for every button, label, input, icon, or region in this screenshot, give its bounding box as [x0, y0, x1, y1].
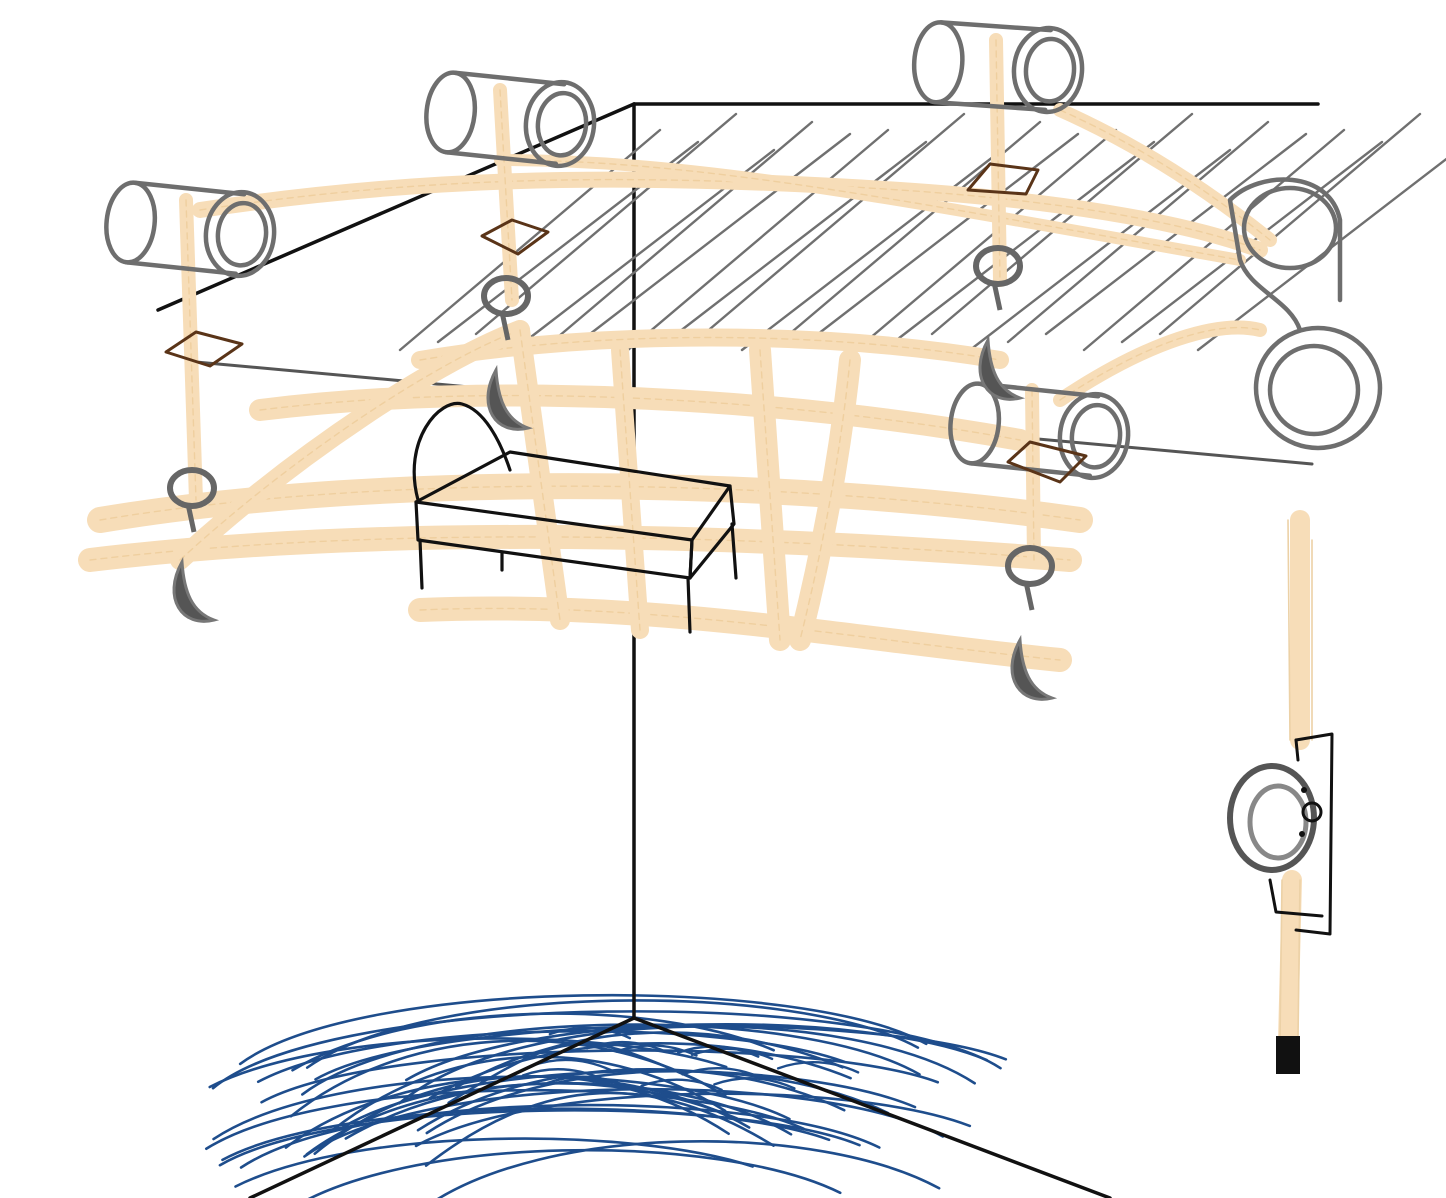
blue-scribble-floor — [206, 995, 1006, 1198]
pulley-inner-rim — [1270, 346, 1358, 434]
winch-drum — [1230, 766, 1314, 870]
wall-winch — [1230, 520, 1332, 1074]
floor-scribble — [236, 1139, 753, 1187]
bench-leg — [420, 540, 422, 588]
pulley-inner-rim — [1069, 403, 1123, 470]
floor-scribble — [284, 1150, 840, 1198]
hatch-line — [818, 134, 1078, 334]
rope-end-weight — [1276, 1036, 1300, 1074]
pulley-inner-rim — [1024, 37, 1076, 103]
rope-strand — [90, 537, 1070, 560]
pulley-back-rim — [912, 21, 965, 104]
rope-net — [90, 40, 1270, 660]
rope-strand — [1060, 328, 1260, 400]
hook-body — [174, 562, 214, 621]
hook-body — [980, 340, 1020, 399]
pulley-inner-rim — [535, 91, 589, 158]
rope-strand — [420, 608, 1060, 660]
hatch-line — [1198, 150, 1446, 350]
bench-leg — [688, 578, 690, 632]
room-corner-lines — [158, 104, 1318, 1198]
hook — [1008, 548, 1052, 699]
clamp — [166, 332, 242, 366]
pulley-back-rim — [103, 180, 159, 265]
pulley-back-rim — [423, 70, 479, 155]
